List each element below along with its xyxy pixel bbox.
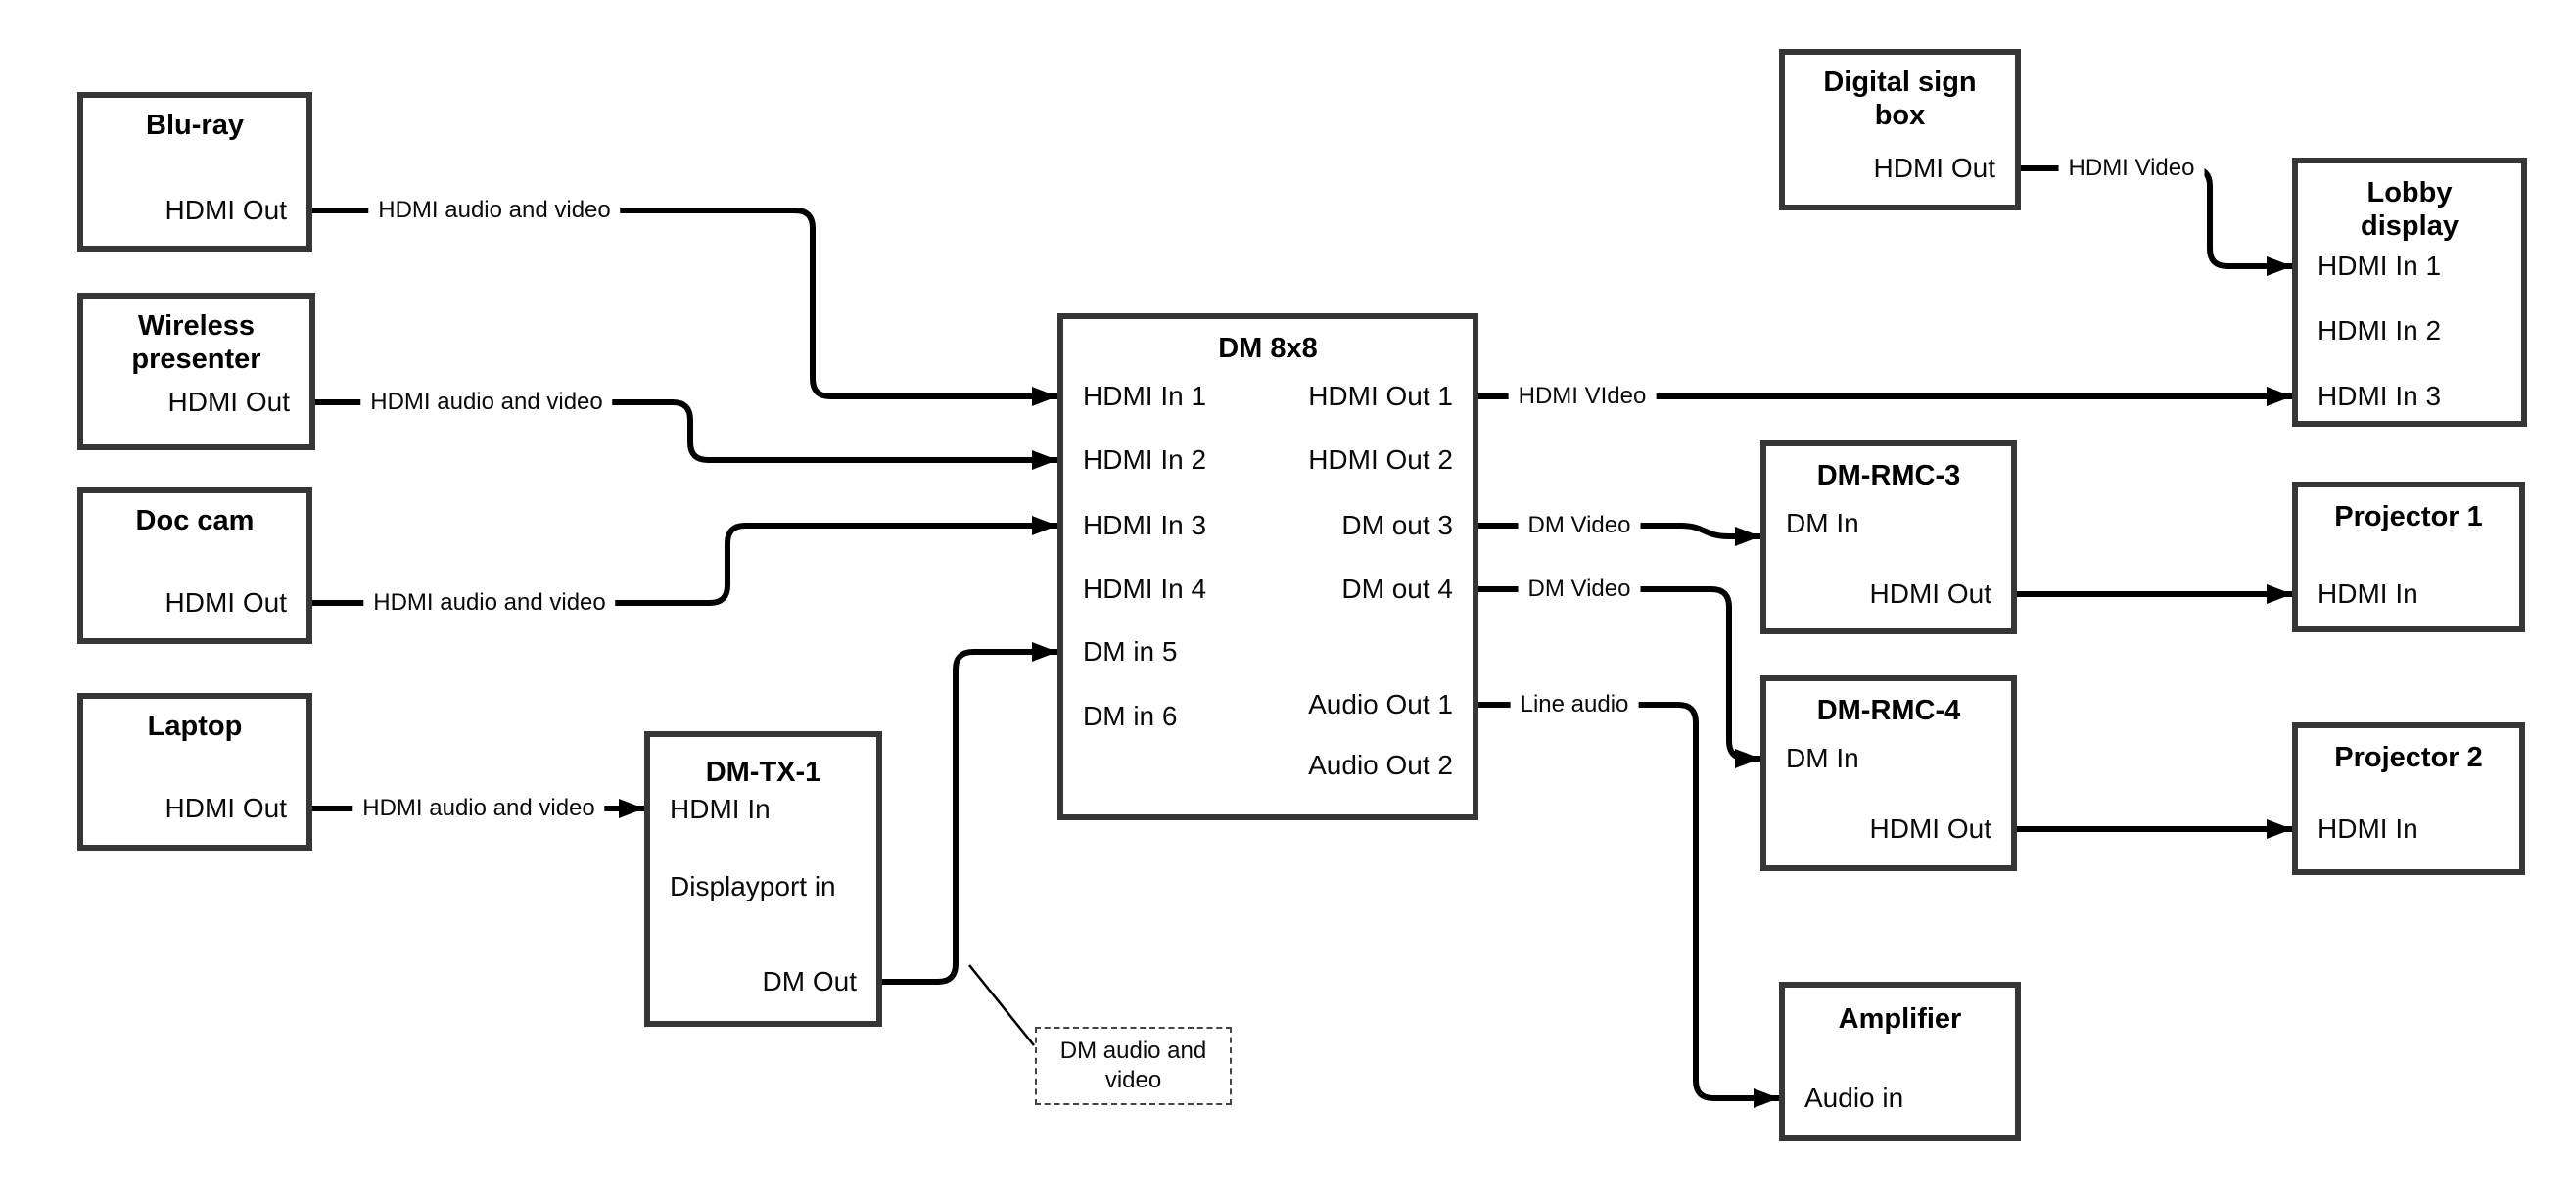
port-hdmi-in-2: HDMI In 2 <box>2318 315 2442 346</box>
port-hdmi-in: HDMI In <box>670 794 771 824</box>
port-hdmi-in-1: HDMI In 1 <box>1083 381 1207 411</box>
connector-dm8x8-out3-to-rmc3 <box>1478 523 1760 546</box>
edge-label-hdmi-video-signbox: HDMI Video <box>2058 154 2205 183</box>
note-callout-line <box>968 964 1035 1046</box>
port-dm-out: DM Out <box>762 966 857 996</box>
port-hdmi-out-2: HDMI Out 2 <box>1308 444 1453 475</box>
edge-label-line-audio: Line audio <box>1510 690 1639 719</box>
box-dm-8x8: DM 8x8 HDMI In 1 HDMI In 2 HDMI In 3 HDM… <box>1057 313 1478 820</box>
port-dm-in: DM In <box>1786 743 1859 773</box>
port-hdmi-in-1: HDMI In 1 <box>2318 251 2442 281</box>
edge-label-hdmi-audio-video-bluray: HDMI audio and video <box>368 196 621 225</box>
port-hdmi-out: HDMI Out <box>1869 813 1991 844</box>
box-projector-1: Projector 1 HDMI In <box>2292 482 2525 632</box>
box-title: Doc cam <box>135 505 255 536</box>
box-title: Amplifier <box>1838 1003 1962 1035</box>
connector-signbox-to-lobby-in1 <box>2021 165 2292 276</box>
port-hdmi-in: HDMI In <box>2318 813 2418 844</box>
port-dm-out-4: DM out 4 <box>1341 574 1453 604</box>
edge-label-hdmi-audio-video-wireless: HDMI audio and video <box>360 388 613 417</box>
port-audio-out-1: Audio Out 1 <box>1308 689 1453 719</box>
box-lobby-display: Lobby display HDMI In 1 HDMI In 2 HDMI I… <box>2292 158 2527 427</box>
box-title: DM-TX-1 <box>705 757 821 788</box>
port-dm-out-3: DM out 3 <box>1341 510 1453 540</box>
port-hdmi-out: HDMI Out <box>1873 153 1995 183</box>
box-amplifier: Amplifier Audio in <box>1779 982 2021 1141</box>
edge-label-dm-video-out3: DM Video <box>1518 511 1641 540</box>
edge-label-hdmi-audio-video-doccam: HDMI audio and video <box>363 588 616 618</box>
note-dm-audio-and-video: DM audio and video <box>1035 1027 1232 1105</box>
port-hdmi-out: HDMI Out <box>164 587 287 618</box>
port-hdmi-out: HDMI Out <box>164 195 287 225</box>
connector-dmtx1-to-dm8x8-in5 <box>882 642 1057 985</box>
port-hdmi-in-3: HDMI In 3 <box>1083 510 1207 540</box>
box-projector-2: Projector 2 HDMI In <box>2292 722 2525 875</box>
port-hdmi-in-2: HDMI In 2 <box>1083 444 1207 475</box>
box-title: Wireless presenter <box>131 310 261 375</box>
port-hdmi-out-1: HDMI Out 1 <box>1308 381 1453 411</box>
connector-bluray-to-dm8x8-in1 <box>312 208 1057 406</box>
port-hdmi-out: HDMI Out <box>164 793 287 823</box>
port-audio-in: Audio in <box>1804 1083 1904 1113</box>
box-laptop: Laptop HDMI Out <box>77 693 312 851</box>
box-dm-tx-1: DM-TX-1 HDMI In Displayport in DM Out <box>644 731 882 1027</box>
edge-label-hdmi-audio-video-laptop: HDMI audio and video <box>352 794 605 823</box>
port-hdmi-out: HDMI Out <box>1869 578 1991 609</box>
box-dm-rmc-3: DM-RMC-3 DM In HDMI Out <box>1760 440 2017 634</box>
port-dm-in-6: DM in 6 <box>1083 701 1178 731</box>
port-dm-in: DM In <box>1786 508 1859 538</box>
port-hdmi-in-3: HDMI In 3 <box>2318 381 2442 411</box>
box-title: Blu-ray <box>146 110 244 141</box>
box-title: Lobby display <box>2361 177 2459 242</box>
port-displayport-in: Displayport in <box>670 871 836 901</box>
box-title: Laptop <box>147 711 243 742</box>
box-wireless-presenter: Wireless presenter HDMI Out <box>77 293 315 450</box>
box-title: Digital sign box <box>1823 67 1977 131</box>
box-title: DM-RMC-4 <box>1816 695 1961 726</box>
port-dm-in-5: DM in 5 <box>1083 636 1178 667</box>
edge-label-hdmi-video-out1: HDMI VIdeo <box>1508 382 1657 411</box>
port-hdmi-in: HDMI In <box>2318 578 2418 609</box>
connector-doccam-to-dm8x8-in3 <box>312 516 1057 606</box>
port-audio-out-2: Audio Out 2 <box>1308 750 1453 780</box>
box-digital-sign-box: Digital sign box HDMI Out <box>1779 49 2021 210</box>
box-doc-cam: Doc cam HDMI Out <box>77 487 312 644</box>
port-hdmi-in-4: HDMI In 4 <box>1083 574 1207 604</box>
port-hdmi-out: HDMI Out <box>167 387 290 417</box>
connector-dm8x8-audio1-to-amp <box>1478 702 1779 1108</box>
box-dm-rmc-4: DM-RMC-4 DM In HDMI Out <box>1760 675 2017 871</box>
box-bluray: Blu-ray HDMI Out <box>77 92 312 252</box>
connector-dm8x8-out4-to-rmc4 <box>1478 586 1760 768</box>
box-title: Projector 1 <box>2334 501 2483 532</box>
box-title: Projector 2 <box>2334 742 2483 773</box>
box-title: DM 8x8 <box>1218 333 1318 364</box>
edge-label-dm-video-out4: DM Video <box>1518 575 1641 604</box>
box-title: DM-RMC-3 <box>1816 460 1961 491</box>
connector-wireless-to-dm8x8-in2 <box>315 399 1057 470</box>
